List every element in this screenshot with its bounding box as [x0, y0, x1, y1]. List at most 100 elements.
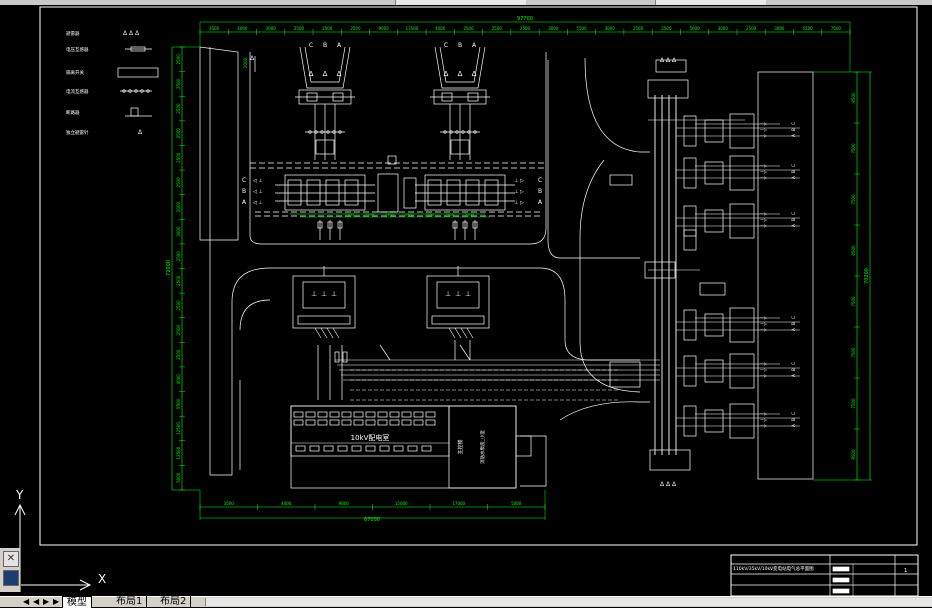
title-block-cell — [832, 588, 850, 594]
prev-tab-button[interactable]: ◀ — [33, 597, 40, 606]
first-tab-button[interactable]: ◀ — [23, 597, 30, 606]
transformer-2 — [431, 315, 485, 325]
feeder-bay-2 — [683, 157, 697, 189]
transformer-1 — [302, 281, 346, 309]
tab-layout2[interactable]: 布局2 — [156, 596, 192, 607]
switchgear-cabinet — [379, 445, 390, 452]
title-block-title: 110kV/35kV/10kV变电站电气总平面图 — [733, 565, 814, 572]
incoming-bay-1 — [315, 139, 335, 155]
control-room-label: 主控楼 — [457, 439, 464, 454]
legend-breaker-symbol — [130, 107, 139, 117]
dimension-text: 4000 — [435, 26, 446, 31]
main-transformer-bay-1 — [284, 174, 366, 211]
outgoing-line: —▷ — [760, 423, 768, 428]
next-tab-button[interactable]: ▶ — [43, 597, 50, 606]
dimension-text: 2500 — [345, 213, 354, 217]
legend-ct-symbol — [146, 89, 150, 93]
drawing-frame — [39, 6, 918, 546]
arrester-symbol: Δ — [458, 70, 463, 78]
arrester — [342, 351, 348, 363]
phase-label: A — [791, 328, 796, 331]
title-block-sheet: 1 — [904, 568, 907, 574]
bus-section — [377, 173, 399, 213]
legend-vt-symbol — [130, 46, 146, 52]
phase-label: A — [791, 224, 796, 227]
dimension-text: 5000 — [689, 26, 700, 31]
switchgear-cabinet — [425, 419, 436, 426]
feeder-lead — [459, 344, 471, 361]
incoming-bay-2 — [434, 46, 486, 89]
phase-label: B — [323, 42, 327, 49]
arrester-symbol: Δ — [337, 70, 342, 78]
transformer-2 — [448, 327, 456, 339]
bus-section — [403, 177, 417, 209]
outgoing-line: —▷ — [760, 211, 768, 216]
palette-tool-icon[interactable] — [3, 570, 19, 586]
feeder-bay-4 — [729, 307, 755, 343]
dimension-text: 2500 — [350, 26, 361, 31]
dimension-total: 67000 — [364, 517, 380, 523]
tab-layout1[interactable]: 布局1 — [112, 596, 148, 607]
switchgear-cabinet — [329, 411, 340, 418]
close-palette-icon[interactable]: ✕ — [3, 551, 19, 567]
transformer-bushing: ⊥ — [465, 290, 471, 298]
dimension-text: 5000 — [511, 501, 522, 506]
transformer-1 — [332, 327, 340, 339]
dimension-text: 4000 — [237, 26, 248, 31]
toolbar-dropdown[interactable] — [395, 0, 526, 5]
dimension-text: 2500 — [405, 213, 414, 217]
feeder-bay-2 — [729, 155, 755, 191]
feeder-bay-1 — [729, 113, 755, 149]
dimension-text: 2500 — [365, 213, 374, 217]
feeder-bay-6 — [729, 403, 755, 439]
switchgear-cabinet — [305, 411, 316, 418]
dimension-text: 2500 — [176, 103, 181, 114]
phase-label: A — [791, 134, 796, 137]
switchgear-cabinet — [293, 411, 304, 418]
last-tab-button[interactable]: ▶ — [53, 597, 60, 606]
dimension-text: 3000 — [605, 26, 616, 31]
legend-ct-symbol — [140, 89, 144, 93]
dimension-text: 2500 — [385, 213, 394, 217]
outgoing-line: —▷ — [760, 169, 768, 174]
phase-label: A — [242, 199, 247, 206]
switchgear-cabinet — [377, 411, 388, 418]
toolbar-dropdown-2[interactable] — [655, 0, 766, 5]
switchgear-cabinet — [389, 411, 400, 418]
switchgear-cabinet — [413, 411, 424, 418]
phase-label: B — [791, 170, 796, 173]
legend-label: 隔离开关 — [66, 69, 84, 76]
tab-model[interactable]: 模型 — [62, 596, 92, 608]
dimension-text: 2500 — [176, 54, 181, 65]
transformer-1 — [320, 327, 328, 339]
tool-palette: ✕ — [0, 548, 21, 592]
ucs-y-arrow — [14, 503, 26, 516]
phase-label: C — [309, 42, 313, 49]
cable-terminal — [317, 221, 323, 229]
ucs-y-label: Y — [15, 488, 24, 502]
arrester-symbol: ⊥ ▷ — [514, 178, 524, 184]
cable-junction — [609, 361, 641, 388]
dimension-text: 2500 — [176, 128, 181, 139]
dimension-text: 7500 — [831, 26, 842, 31]
main-transformer-bay-1 — [344, 179, 359, 206]
dimension-text: 2500 — [176, 349, 181, 360]
dimension-text: 4000 — [176, 374, 181, 385]
dimension-text: 3500 — [224, 501, 235, 506]
phase-label: C — [791, 212, 796, 215]
cable-terminal — [452, 221, 458, 229]
dimension-text: 2500 — [176, 251, 181, 262]
outgoing-line: —▷ — [760, 367, 768, 372]
outgoing-line: —▷ — [760, 175, 768, 180]
arrester-symbol: ⊥ ▷ — [514, 200, 524, 206]
feeder-bay-5 — [729, 353, 755, 389]
dimension-text: 9000 — [379, 26, 390, 31]
phase-label: C — [791, 412, 796, 415]
dimension-text: 2000 — [176, 201, 181, 212]
phase-label: C — [791, 164, 796, 167]
switchgear-cabinet — [309, 445, 320, 452]
horizontal-scrollbar[interactable] — [205, 598, 932, 606]
dimension-text: 2500 — [520, 26, 531, 31]
